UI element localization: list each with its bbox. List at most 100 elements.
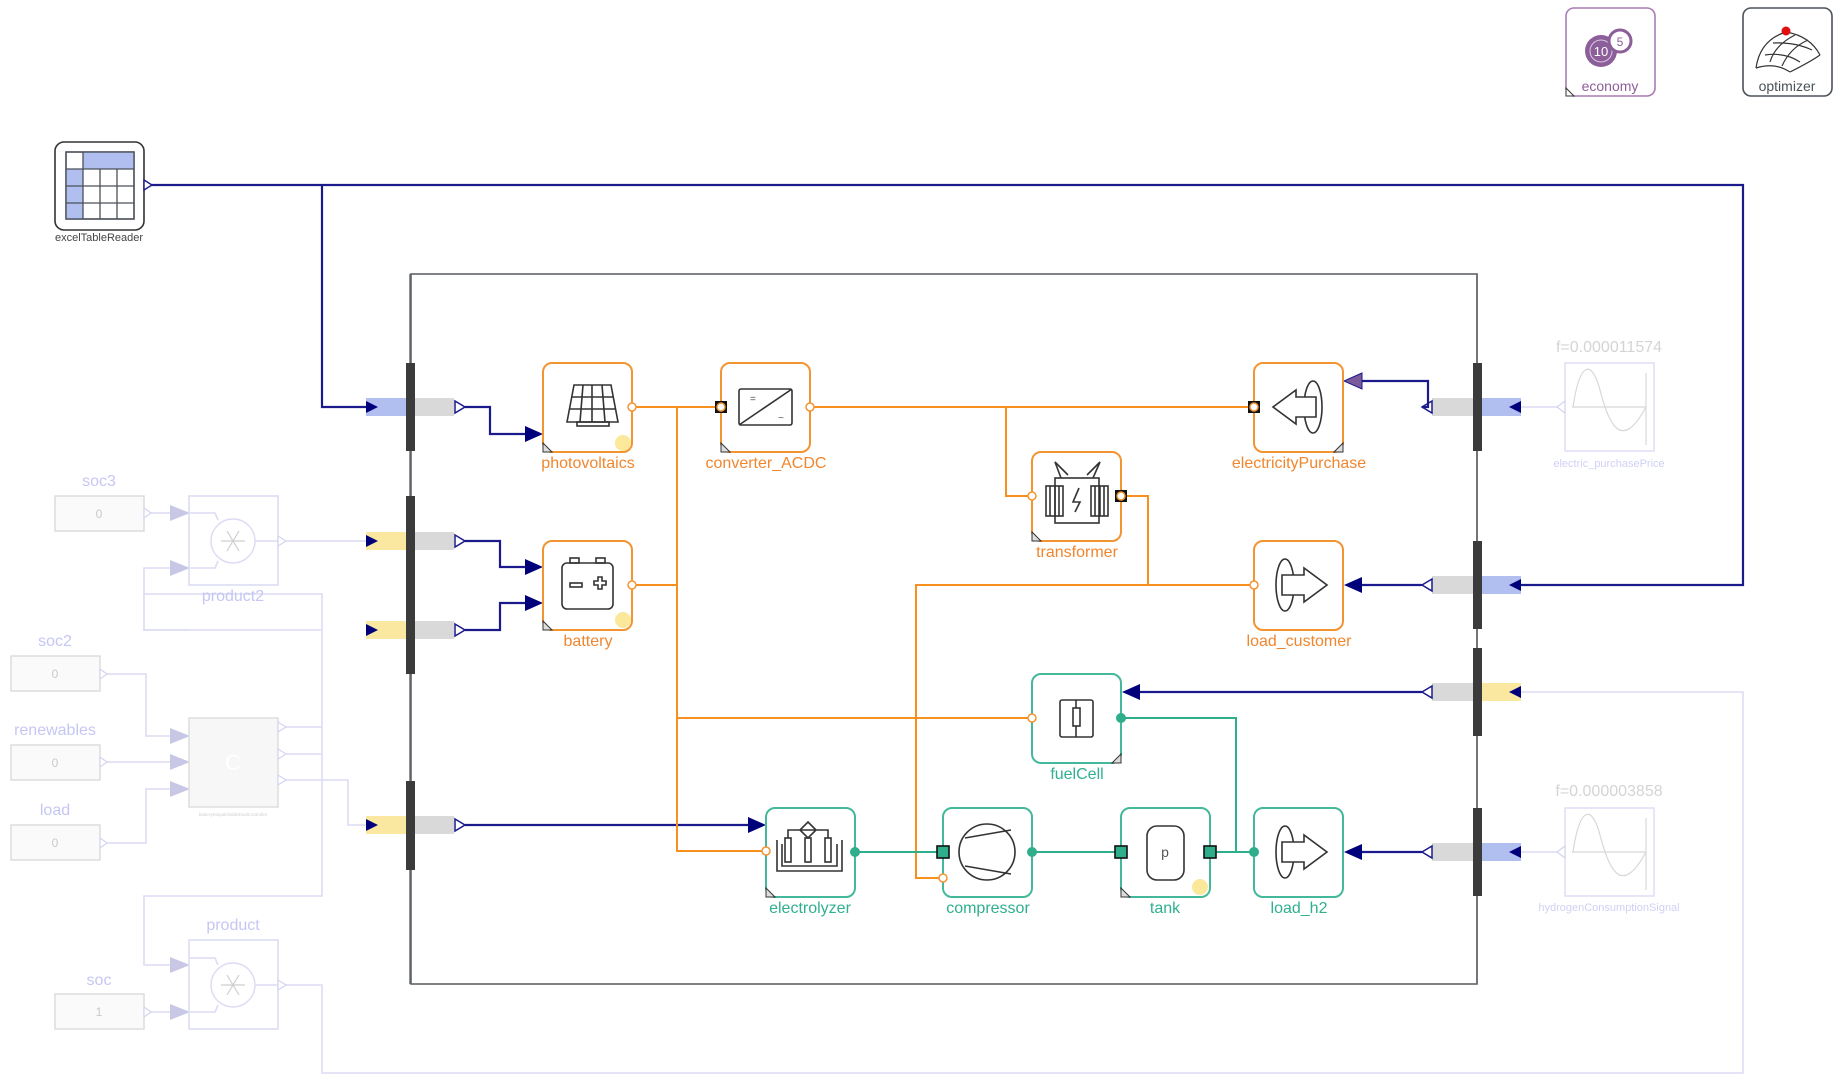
electric-port[interactable]: [627, 580, 637, 590]
electrolyzer-component[interactable]: electrolyzer: [761, 807, 860, 917]
bus-bar[interactable]: [406, 781, 415, 870]
product2-block[interactable]: product2: [170, 495, 288, 605]
component-label: photovoltaics: [541, 455, 634, 472]
component-label: transformer: [1036, 544, 1118, 561]
tank-symbol: p: [1161, 844, 1169, 860]
hydrogen-port[interactable]: [1114, 845, 1128, 859]
converter-icon: [738, 388, 793, 426]
bus-bar[interactable]: [1473, 648, 1482, 736]
economy-label: economy: [1582, 78, 1639, 94]
left-bus: [366, 274, 467, 984]
electricity-purchase-component[interactable]: electricityPurchase: [1232, 362, 1366, 472]
constant-label: soc3: [82, 473, 116, 490]
product-label: product: [206, 917, 260, 934]
economy-block[interactable]: 10 5 economy: [1565, 7, 1656, 97]
transformer-icon: [1045, 461, 1109, 524]
bus-bar[interactable]: [1473, 541, 1482, 629]
constant-soc[interactable]: soc 1: [54, 972, 153, 1030]
constant-renewables[interactable]: renewables 0: [10, 722, 109, 781]
excel-table-reader[interactable]: excelTableReader: [54, 141, 154, 244]
constant-value: 0: [52, 756, 59, 770]
electrolyzer-icon: [776, 820, 843, 872]
sine-hydrogen-consumption[interactable]: f=0.000003858 hydrogenConsumptionSignal: [1538, 783, 1679, 914]
component-label: battery: [564, 633, 613, 650]
component-label: electrolyzer: [769, 900, 851, 917]
load-sink-icon: [1275, 825, 1329, 879]
sine-electric-purchase-price[interactable]: f=0.000011574 electric_purchasePrice: [1553, 339, 1664, 470]
hydrogen-port[interactable]: [1027, 847, 1037, 857]
constant-value: 1: [96, 1005, 103, 1019]
sine-label: electric_purchasePrice: [1553, 458, 1664, 470]
optimizer-block[interactable]: optimizer: [1742, 7, 1833, 97]
constant-soc2[interactable]: soc2 0: [10, 633, 109, 692]
constant-label: renewables: [14, 722, 96, 739]
electric-wires: [633, 406, 1254, 879]
sine-icon: [1572, 368, 1647, 445]
constant-value: 0: [52, 836, 59, 850]
status-indicator: [615, 435, 631, 451]
electric-port[interactable]: [1249, 580, 1259, 590]
optimizer-label: optimizer: [1759, 78, 1816, 94]
load-sink-icon: [1275, 558, 1329, 612]
load-customer-component[interactable]: load_customer: [1247, 540, 1353, 650]
battery-dispatch-controller[interactable]: C batteryDispatchableDualController: [170, 717, 288, 817]
constant-label: soc: [87, 972, 112, 989]
bus-bar[interactable]: [406, 496, 415, 674]
constant-value: 0: [96, 507, 103, 521]
constant-label: load: [40, 802, 70, 819]
electric-port[interactable]: [1027, 491, 1037, 501]
hydrogen-port[interactable]: [936, 845, 950, 859]
signal-wires: [150, 183, 1745, 860]
product-block[interactable]: product: [170, 917, 288, 1030]
solar-panel-icon: [566, 384, 619, 427]
table-icon: [65, 151, 135, 220]
constant-value: 0: [52, 667, 59, 681]
battery-component[interactable]: battery: [542, 540, 637, 650]
transformer-component[interactable]: transformer: [1027, 451, 1127, 561]
component-label: load_h2: [1271, 900, 1328, 917]
converter-acdc-component[interactable]: = ~ converter_ACDC: [706, 362, 827, 472]
bus-bar[interactable]: [406, 363, 415, 451]
load-h2-component[interactable]: load_h2: [1249, 807, 1344, 917]
sine-param: f=0.000003858: [1555, 783, 1662, 800]
status-indicator: [1192, 879, 1208, 895]
electric-port[interactable]: [761, 846, 771, 856]
optimizer-surface-icon: [1755, 26, 1821, 73]
hydrogen-port[interactable]: [850, 847, 860, 857]
right-bus: [1420, 274, 1521, 984]
electric-port[interactable]: [627, 402, 637, 412]
excel-table-reader-label: excelTableReader: [55, 232, 143, 244]
component-label: load_customer: [1247, 633, 1353, 650]
hydrogen-wires: [855, 717, 1254, 853]
component-label: converter_ACDC: [706, 455, 827, 472]
constant-soc3[interactable]: soc3 0: [54, 473, 153, 532]
photovoltaics-component[interactable]: photovoltaics: [541, 362, 637, 472]
bus-bar[interactable]: [1473, 808, 1482, 896]
fuel-cell-icon: [1059, 699, 1094, 738]
disabled-wires: [101, 406, 1744, 1074]
controller-symbol: C: [225, 750, 241, 775]
electric-port[interactable]: [938, 873, 948, 883]
tank-icon: [1146, 825, 1185, 881]
status-indicator: [615, 612, 631, 628]
economy-icon-exp: 5: [1617, 35, 1624, 49]
economy-icon-text: 10: [1594, 44, 1608, 59]
sine-icon: [1572, 813, 1647, 890]
controller-label: batteryDispatchableDualController: [199, 812, 268, 817]
tank-component[interactable]: p tank: [1114, 807, 1217, 917]
bus-bar[interactable]: [1473, 363, 1482, 451]
electric-port[interactable]: [1027, 713, 1037, 723]
hydrogen-port[interactable]: [1203, 845, 1217, 859]
component-label: fuelCell: [1050, 766, 1103, 783]
fuel-cell-component[interactable]: fuelCell: [1027, 673, 1126, 783]
component-label: tank: [1150, 900, 1181, 917]
compressor-component[interactable]: compressor: [936, 807, 1037, 917]
hydrogen-port[interactable]: [1249, 847, 1259, 857]
constant-load[interactable]: load 0: [10, 802, 109, 861]
compressor-icon: [958, 823, 1016, 881]
electric-port[interactable]: [805, 402, 815, 412]
product-label: product2: [202, 588, 264, 605]
hydrogen-port[interactable]: [1116, 713, 1126, 723]
sine-label: hydrogenConsumptionSignal: [1538, 902, 1679, 914]
